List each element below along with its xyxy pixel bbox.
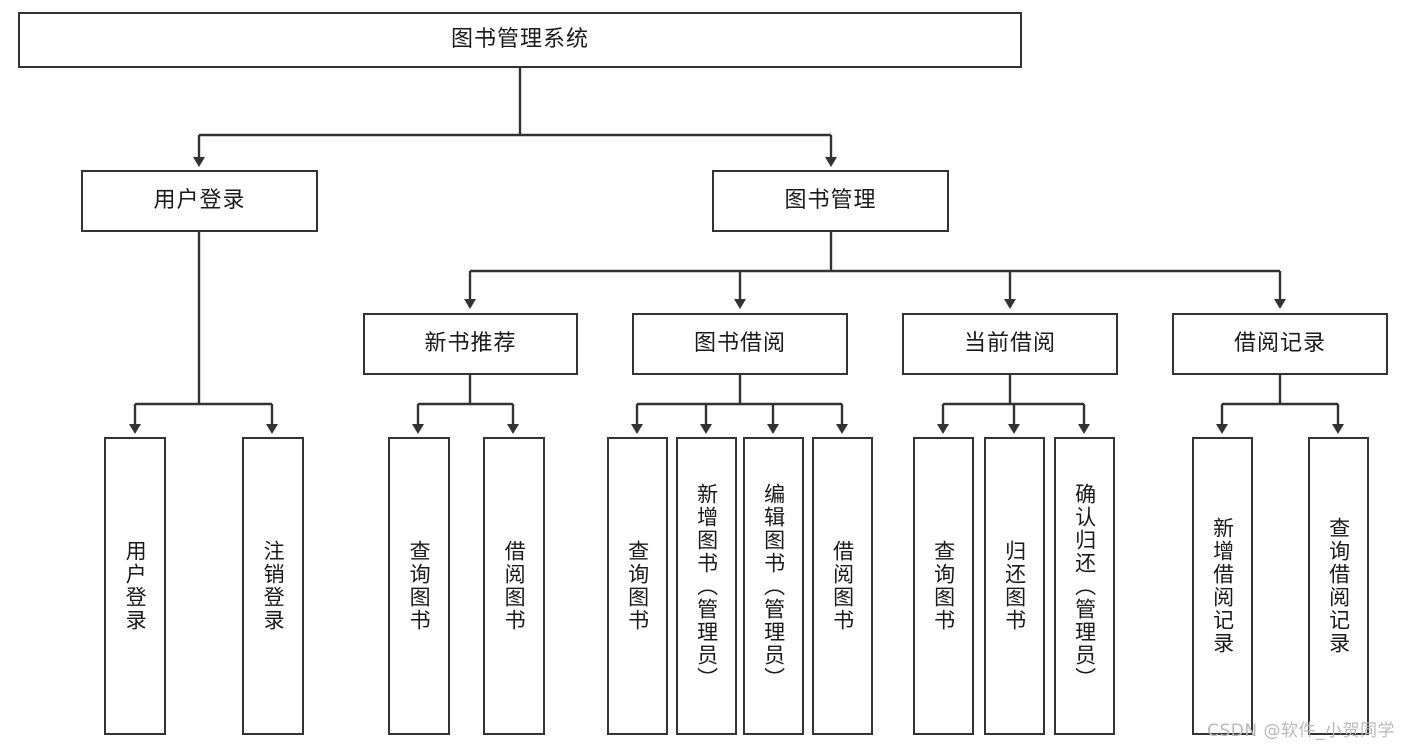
leaf-query-book-new[interactable]: 查询图书 [388,437,450,735]
node-label: 查询图书 [625,540,650,632]
leaf-query-book-borrow[interactable]: 查询图书 [607,437,668,735]
node-label: 查询图书 [931,540,956,632]
leaf-borrow-book-new[interactable]: 借阅图书 [483,437,545,735]
node-label: 用户登录 [153,187,246,213]
node-label: 图书管理 [784,187,877,213]
node-label: 借阅图书 [830,540,855,632]
node-user-login[interactable]: 用户登录 [81,170,318,232]
node-label: 图书管理系统 [450,26,589,52]
node-book-management[interactable]: 图书管理 [712,170,949,232]
node-borrow-record[interactable]: 借阅记录 [1172,313,1388,375]
leaf-add-book-admin[interactable]: 新增图书（管理员） [676,437,737,735]
node-new-book-recommend[interactable]: 新书推荐 [363,313,578,375]
node-label: 查询图书 [407,540,432,632]
node-label: 查询借阅记录 [1326,517,1351,655]
node-label: 借阅记录 [1233,330,1326,356]
leaf-user-login[interactable]: 用户登录 [104,437,166,735]
leaf-query-book-current[interactable]: 查询图书 [913,437,974,735]
csdn-watermark: CSDN @软件_小贺同学 [1207,721,1395,741]
node-current-borrow[interactable]: 当前借阅 [902,313,1118,375]
node-book-management-system[interactable]: 图书管理系统 [18,12,1022,68]
node-label: 新增图书（管理员） [694,482,719,690]
leaf-borrow-book[interactable]: 借阅图书 [812,437,873,735]
leaf-logout[interactable]: 注销登录 [242,437,304,735]
node-book-borrow[interactable]: 图书借阅 [632,313,848,375]
node-label: 归还图书 [1002,540,1027,632]
leaf-edit-book-admin[interactable]: 编辑图书（管理员） [743,437,804,735]
node-label: 当前借阅 [963,330,1056,356]
node-label: 图书借阅 [693,330,786,356]
node-label: 用户登录 [123,540,148,632]
node-label: 注销登录 [261,540,286,632]
node-label: 借阅图书 [502,540,527,632]
node-label: 编辑图书（管理员） [761,482,786,690]
leaf-add-borrow-record[interactable]: 新增借阅记录 [1192,437,1253,735]
leaf-return-book[interactable]: 归还图书 [984,437,1045,735]
node-label: 新书推荐 [424,330,517,356]
node-label: 确认归还（管理员） [1072,482,1097,690]
leaf-confirm-return-admin[interactable]: 确认归还（管理员） [1054,437,1115,735]
leaf-query-borrow-record[interactable]: 查询借阅记录 [1308,437,1369,735]
node-label: 新增借阅记录 [1210,517,1235,655]
